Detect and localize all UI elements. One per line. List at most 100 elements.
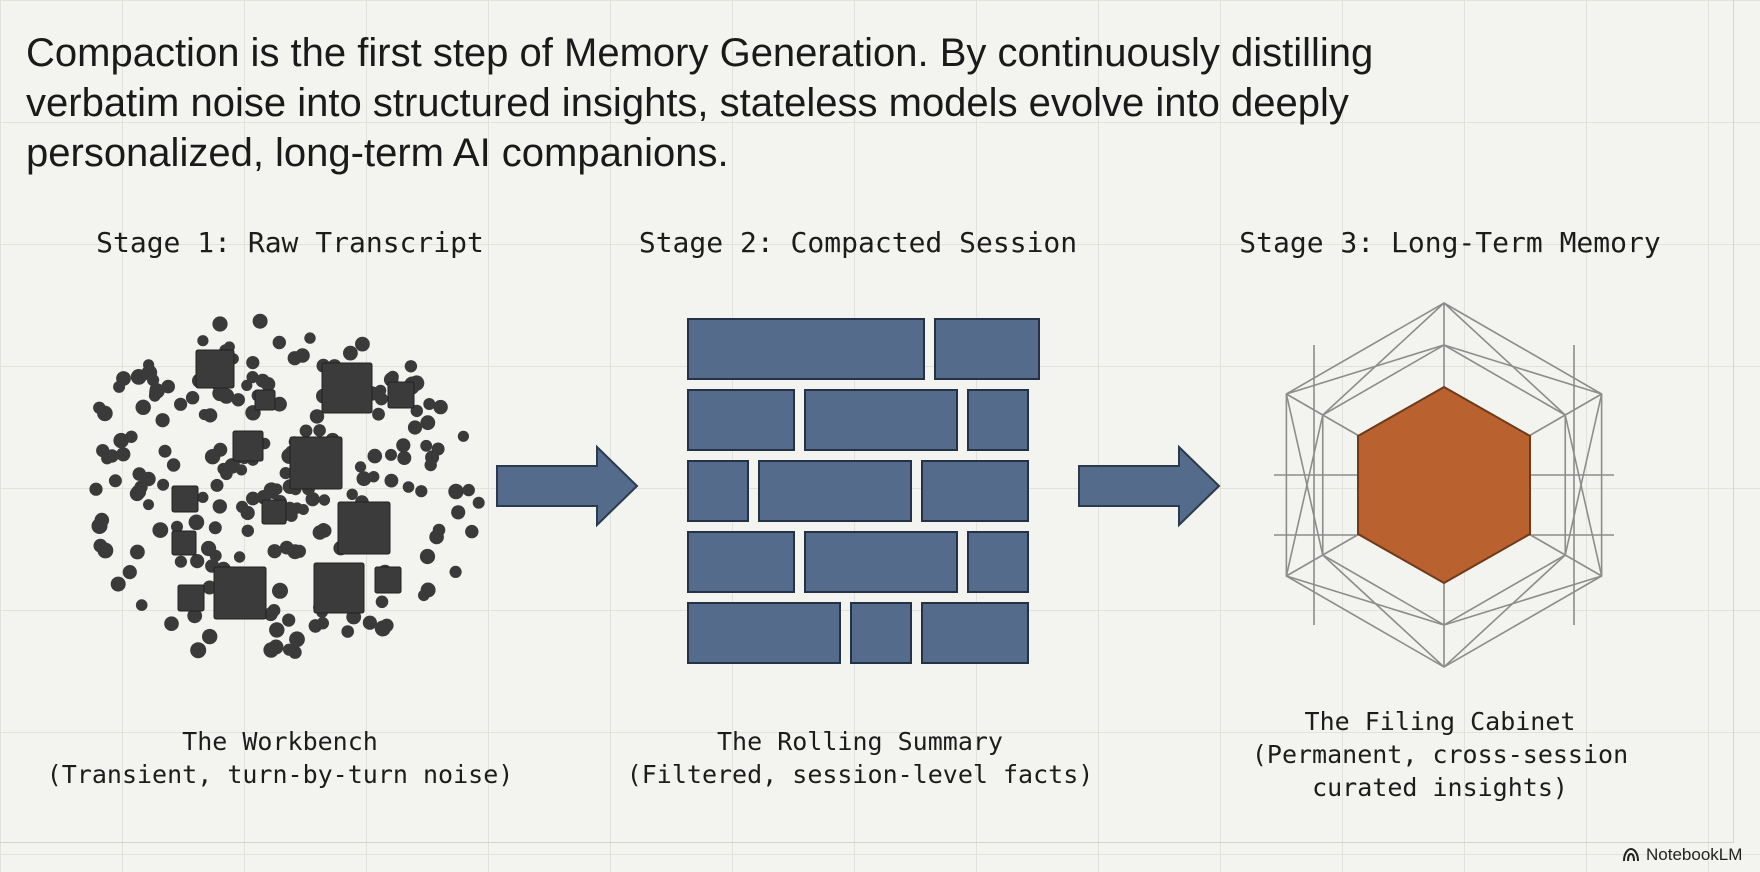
noise-dot bbox=[372, 407, 385, 421]
noise-dot bbox=[91, 518, 108, 534]
noise-dot bbox=[157, 478, 170, 491]
noise-block bbox=[321, 362, 373, 414]
noise-dot bbox=[213, 442, 228, 457]
noise-dot bbox=[190, 554, 205, 569]
noise-dot bbox=[241, 524, 254, 537]
lattice-edge bbox=[1443, 302, 1566, 416]
brick bbox=[934, 318, 1040, 380]
noise-dot bbox=[346, 488, 358, 500]
noise-dot bbox=[174, 555, 187, 568]
noise-block bbox=[213, 566, 267, 620]
noise-dot bbox=[252, 313, 268, 329]
arrow-stage-2-to-3 bbox=[1078, 444, 1221, 528]
noise-dot bbox=[282, 613, 296, 627]
noise-dot bbox=[93, 538, 108, 553]
noise-dot bbox=[164, 616, 179, 631]
lattice-edge bbox=[1443, 344, 1602, 395]
noise-dot bbox=[305, 492, 320, 507]
noise-dot bbox=[134, 480, 148, 494]
noise-dot bbox=[212, 499, 227, 514]
noise-dot bbox=[433, 399, 448, 415]
noise-dot bbox=[448, 483, 464, 500]
noise-dot bbox=[385, 448, 397, 461]
noise-dot bbox=[263, 642, 279, 658]
noise-dot bbox=[155, 413, 170, 428]
noise-dot bbox=[420, 415, 436, 431]
brick bbox=[804, 389, 958, 451]
noise-dot bbox=[270, 483, 283, 496]
noise-dot bbox=[272, 396, 287, 412]
noise-dot bbox=[355, 336, 370, 352]
noise-dot bbox=[255, 373, 270, 388]
noise-dot bbox=[187, 608, 203, 624]
noise-dot bbox=[231, 393, 245, 407]
noise-dot bbox=[235, 464, 248, 476]
stage-1-caption: The Workbench (Transient, turn-by-turn n… bbox=[46, 727, 514, 789]
noise-dot bbox=[202, 580, 217, 595]
noise-dot bbox=[316, 617, 329, 630]
noise-dot bbox=[472, 496, 485, 509]
noise-dot bbox=[197, 491, 209, 503]
noise-block bbox=[289, 436, 343, 490]
noise-dot bbox=[240, 505, 255, 521]
noise-dot bbox=[404, 360, 418, 373]
notebooklm-brand: NotebookLM bbox=[1622, 844, 1742, 866]
noise-dot bbox=[316, 523, 331, 537]
brick bbox=[758, 460, 912, 522]
noise-dot bbox=[292, 544, 306, 558]
stage-3-caption: The Filing Cabinet (Permanent, cross-ses… bbox=[1251, 707, 1629, 802]
noise-dot bbox=[465, 524, 479, 539]
noise-dot bbox=[171, 520, 183, 533]
noise-dot bbox=[143, 499, 154, 511]
noise-dot bbox=[457, 430, 469, 442]
noise-dot bbox=[283, 643, 296, 656]
noise-dot bbox=[397, 451, 412, 465]
noise-block bbox=[177, 584, 205, 612]
noise-block bbox=[254, 389, 276, 411]
lattice-edge bbox=[1322, 554, 1445, 668]
frame-border-bottom bbox=[0, 842, 1734, 843]
brick bbox=[687, 531, 795, 593]
noise-dot bbox=[304, 332, 316, 344]
brick bbox=[687, 318, 925, 380]
lattice-edge bbox=[1285, 414, 1324, 577]
noise-block bbox=[387, 381, 415, 409]
lattice-edge bbox=[1286, 344, 1445, 395]
noise-block bbox=[337, 501, 391, 555]
noise-dot bbox=[130, 369, 147, 385]
noise-dot bbox=[341, 625, 355, 638]
noise-dot bbox=[367, 448, 383, 464]
noise-dot bbox=[212, 316, 228, 332]
noise-dot bbox=[135, 599, 148, 611]
noise-dot bbox=[272, 582, 288, 599]
noise-block bbox=[261, 499, 287, 525]
noise-dot bbox=[130, 544, 145, 560]
noise-dot bbox=[190, 642, 207, 659]
noise-dot bbox=[272, 335, 286, 350]
noise-block bbox=[313, 562, 365, 614]
noise-dot bbox=[135, 399, 151, 415]
lattice-edge bbox=[1322, 302, 1445, 416]
stage-3-title: Stage 3: Long-Term Memory bbox=[1239, 226, 1661, 259]
noise-dot bbox=[174, 397, 188, 411]
noise-block bbox=[171, 485, 199, 513]
noise-dot bbox=[263, 607, 278, 622]
noise-dot bbox=[210, 478, 224, 492]
brick bbox=[687, 460, 749, 522]
noise-dot bbox=[108, 474, 122, 488]
noise-dot bbox=[185, 391, 200, 405]
noise-dot bbox=[148, 389, 161, 402]
noise-dot bbox=[89, 482, 103, 496]
noise-dot bbox=[246, 491, 260, 506]
noise-dot bbox=[432, 523, 446, 537]
noise-dot bbox=[451, 505, 466, 520]
noise-dot bbox=[289, 631, 305, 648]
noise-dot bbox=[279, 467, 292, 480]
noise-dot bbox=[415, 485, 428, 498]
stage-2-caption: The Rolling Summary (Filtered, session-l… bbox=[626, 727, 1094, 789]
noise-dot bbox=[217, 462, 230, 475]
noise-block bbox=[195, 349, 235, 389]
lattice-edge bbox=[1443, 575, 1602, 626]
stage-2-title: Stage 2: Compacted Session bbox=[638, 226, 1078, 259]
